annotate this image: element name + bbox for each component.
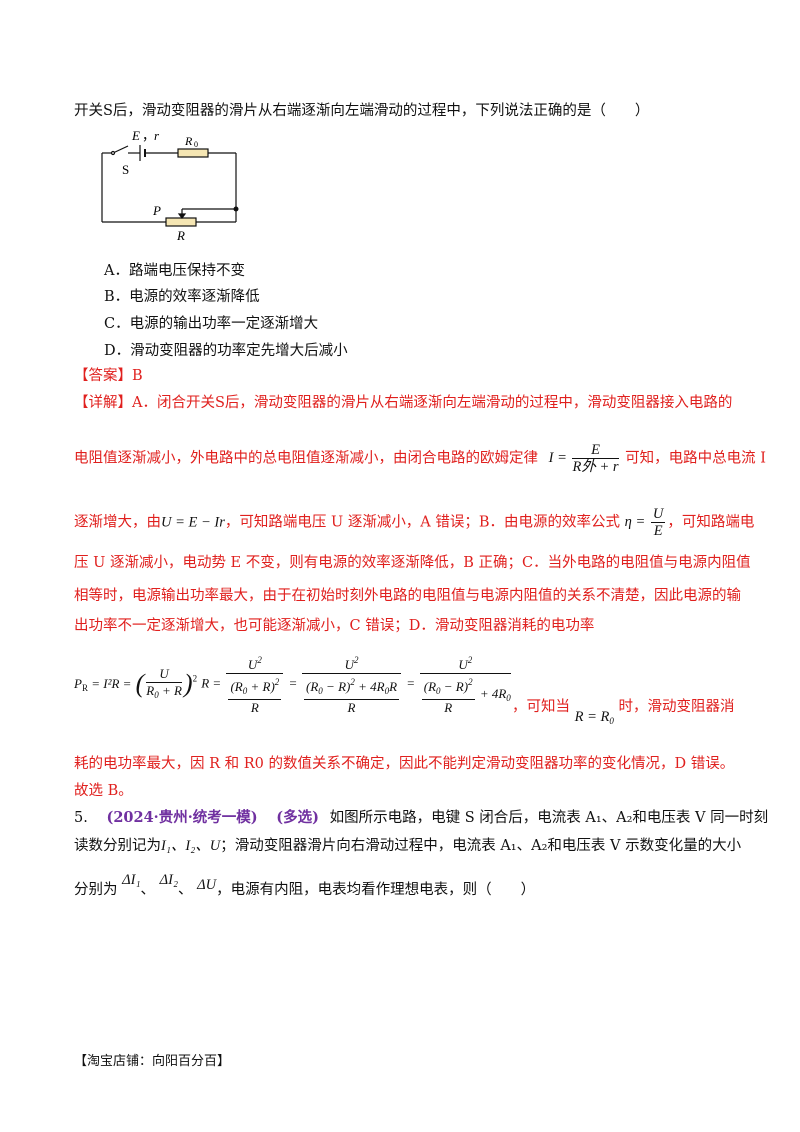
eta-fraction: U E — [650, 506, 666, 539]
option-b: B．电源的效率逐渐降低 — [104, 289, 260, 305]
detail-text-3b: ，可知路端电压 U 逐渐减小，A 错误；B．由电源的效率公式 — [224, 514, 621, 531]
delta-i1: ΔI₁ — [122, 872, 141, 888]
cond-subscript: 0 — [609, 716, 614, 726]
detail-text-3a: 逐渐增大，由 — [74, 514, 161, 531]
ohm-denominator: R外 + r — [572, 459, 619, 475]
eta-denominator: E — [653, 523, 663, 539]
detail-line-7: ，可知当 R = R0 时，滑动变阻器消 — [512, 695, 735, 726]
label-r0-sub: 0 — [194, 140, 198, 149]
label-switch: S — [122, 162, 129, 177]
pr-symbol: P — [74, 675, 82, 691]
detail-line-3: 逐渐增大，由U = E − Ir，可知路端电压 U 逐渐减小，A 错误；B．由电… — [74, 506, 754, 539]
detail-line-2: 电阻值逐渐减小，外电路中的总电阻值逐渐减小，由闭合电路的欧姆定律 I = E R… — [74, 442, 766, 475]
q5-line-2: 读数分别记为I₁、I₂、U；滑动变阻器滑片向右滑动过程中，电流表 A₁、A₂和电… — [74, 834, 741, 855]
eta-numerator: U — [650, 506, 666, 523]
q5-sep-2: 、 — [178, 882, 193, 898]
q5-line-3: 分别为 ΔI₁、 ΔI₂、 ΔU，电源有内阻，电表均看作理想电表，则（ ） — [74, 872, 536, 899]
q5-number: 5. — [74, 810, 88, 826]
ohm-numerator: E — [572, 442, 619, 459]
detail-text-3c: ，可知路端电 — [667, 514, 755, 531]
detail-text-1: A．闭合开关S后，滑动变阻器的滑片从右端逐渐向左端滑动的过程中，滑动变阻器接入电… — [132, 395, 733, 411]
q5-text-2a: 读数分别记为 — [74, 838, 161, 854]
switch-blade — [112, 145, 129, 154]
label-e: E — [131, 128, 140, 143]
q5-text-3b: ，电源有内阻，电表均看作理想电表，则（ ） — [216, 882, 536, 898]
ohm-fraction: E R外 + r — [572, 442, 619, 475]
rheostat-r — [165, 217, 197, 227]
delta-u: ΔU — [197, 877, 217, 893]
delta-i2: ΔI₂ — [159, 872, 178, 888]
efficiency-formula: η = U E — [625, 506, 668, 539]
detail-line-6: 出功率不一定逐渐增大，也可能逐渐减小，C 错误；D．滑动变阻器消耗的电功率 — [74, 618, 595, 634]
answer: 【答案】B — [74, 368, 143, 384]
circuit-diagram: E ， r R 0 S P R — [101, 128, 239, 243]
question-stem: 开关S后，滑动变阻器的滑片从右端逐渐向左端滑动的过程中，下列说法正确的是（ ） — [74, 103, 650, 119]
label-r-internal: r — [154, 128, 160, 143]
detail-text-7b: 时，滑动变阻器消 — [618, 699, 735, 715]
cond-text: R = R — [574, 709, 610, 725]
q5-text-2c: ；滑动变阻器滑片向右滑动过程中，电流表 A₁、A₂和电压表 V 示数变化量的大小 — [220, 838, 742, 854]
q5-source: (2024·贵州·统考一模) — [106, 809, 258, 826]
option-a: A．路端电压保持不变 — [104, 263, 245, 279]
resistor-r0 — [177, 148, 209, 158]
detail-text-2a: 电阻值逐渐减小，外电路中的总电阻值逐渐减小，由闭合电路的欧姆定律 — [74, 450, 538, 467]
detail-line-5: 相等时，电源输出功率最大，由于在初始时刻外电路的电阻值与电源内阻值的关系不清楚，… — [74, 588, 741, 604]
q5-text-3a: 分别为 — [74, 882, 118, 898]
detail-text-2b: 可知，电路中总电流 I — [625, 450, 766, 467]
detail-tag: 【详解】 — [74, 395, 132, 411]
label-comma: ， — [142, 128, 155, 143]
detail-text-7a: ，可知当 — [512, 699, 570, 715]
q5-type: (多选) — [276, 809, 319, 826]
junction-dot — [233, 206, 239, 212]
footer-shop-label: 【淘宝店铺：向阳百分百】 — [74, 1054, 231, 1069]
terminal-voltage-formula: U = E − Ir — [161, 514, 225, 531]
max-power-condition: R = R0 — [575, 709, 614, 726]
label-r0: R — [184, 134, 193, 148]
pr-middle: = I²R = — [87, 675, 132, 691]
ohm-law-formula: I = E R外 + r — [549, 442, 621, 475]
label-slider: P — [152, 203, 161, 218]
q5-text-1: 如图所示电路，电键 S 闭合后，电流表 A₁、A₂和电压表 V 同一时刻 — [329, 810, 769, 826]
q5-readings: I₁、I₂、U — [161, 838, 221, 854]
pr-subscript: R — [81, 682, 88, 693]
q5-sep-1: 、 — [140, 882, 156, 898]
detail-line-8: 耗的电功率最大，因 R 和 R0 的数值关系不确定，因此不能判定滑动变阻器功率的… — [74, 756, 735, 772]
option-c: C．电源的输出功率一定逐渐增大 — [104, 316, 319, 332]
q5-line-1: 5. (2024·贵州·统考一模) (多选) 如图所示电路，电键 S 闭合后，电… — [74, 806, 768, 827]
ohm-lhs: I = — [548, 449, 567, 466]
detail-line-1: 【详解】A．闭合开关S后，滑动变阻器的滑片从右端逐渐向左端滑动的过程中，滑动变阻… — [74, 391, 732, 412]
detail-line-4: 压 U 逐渐减小，电动势 E 不变，则有电源的效率逐渐降低，B 正确；C．当外电… — [74, 555, 751, 571]
option-d: D．滑动变阻器的功率定先增大后减小 — [104, 343, 348, 359]
eta-lhs: η = — [624, 513, 646, 530]
detail-line-9: 故选 B。 — [74, 783, 133, 799]
label-rheostat: R — [176, 228, 185, 243]
